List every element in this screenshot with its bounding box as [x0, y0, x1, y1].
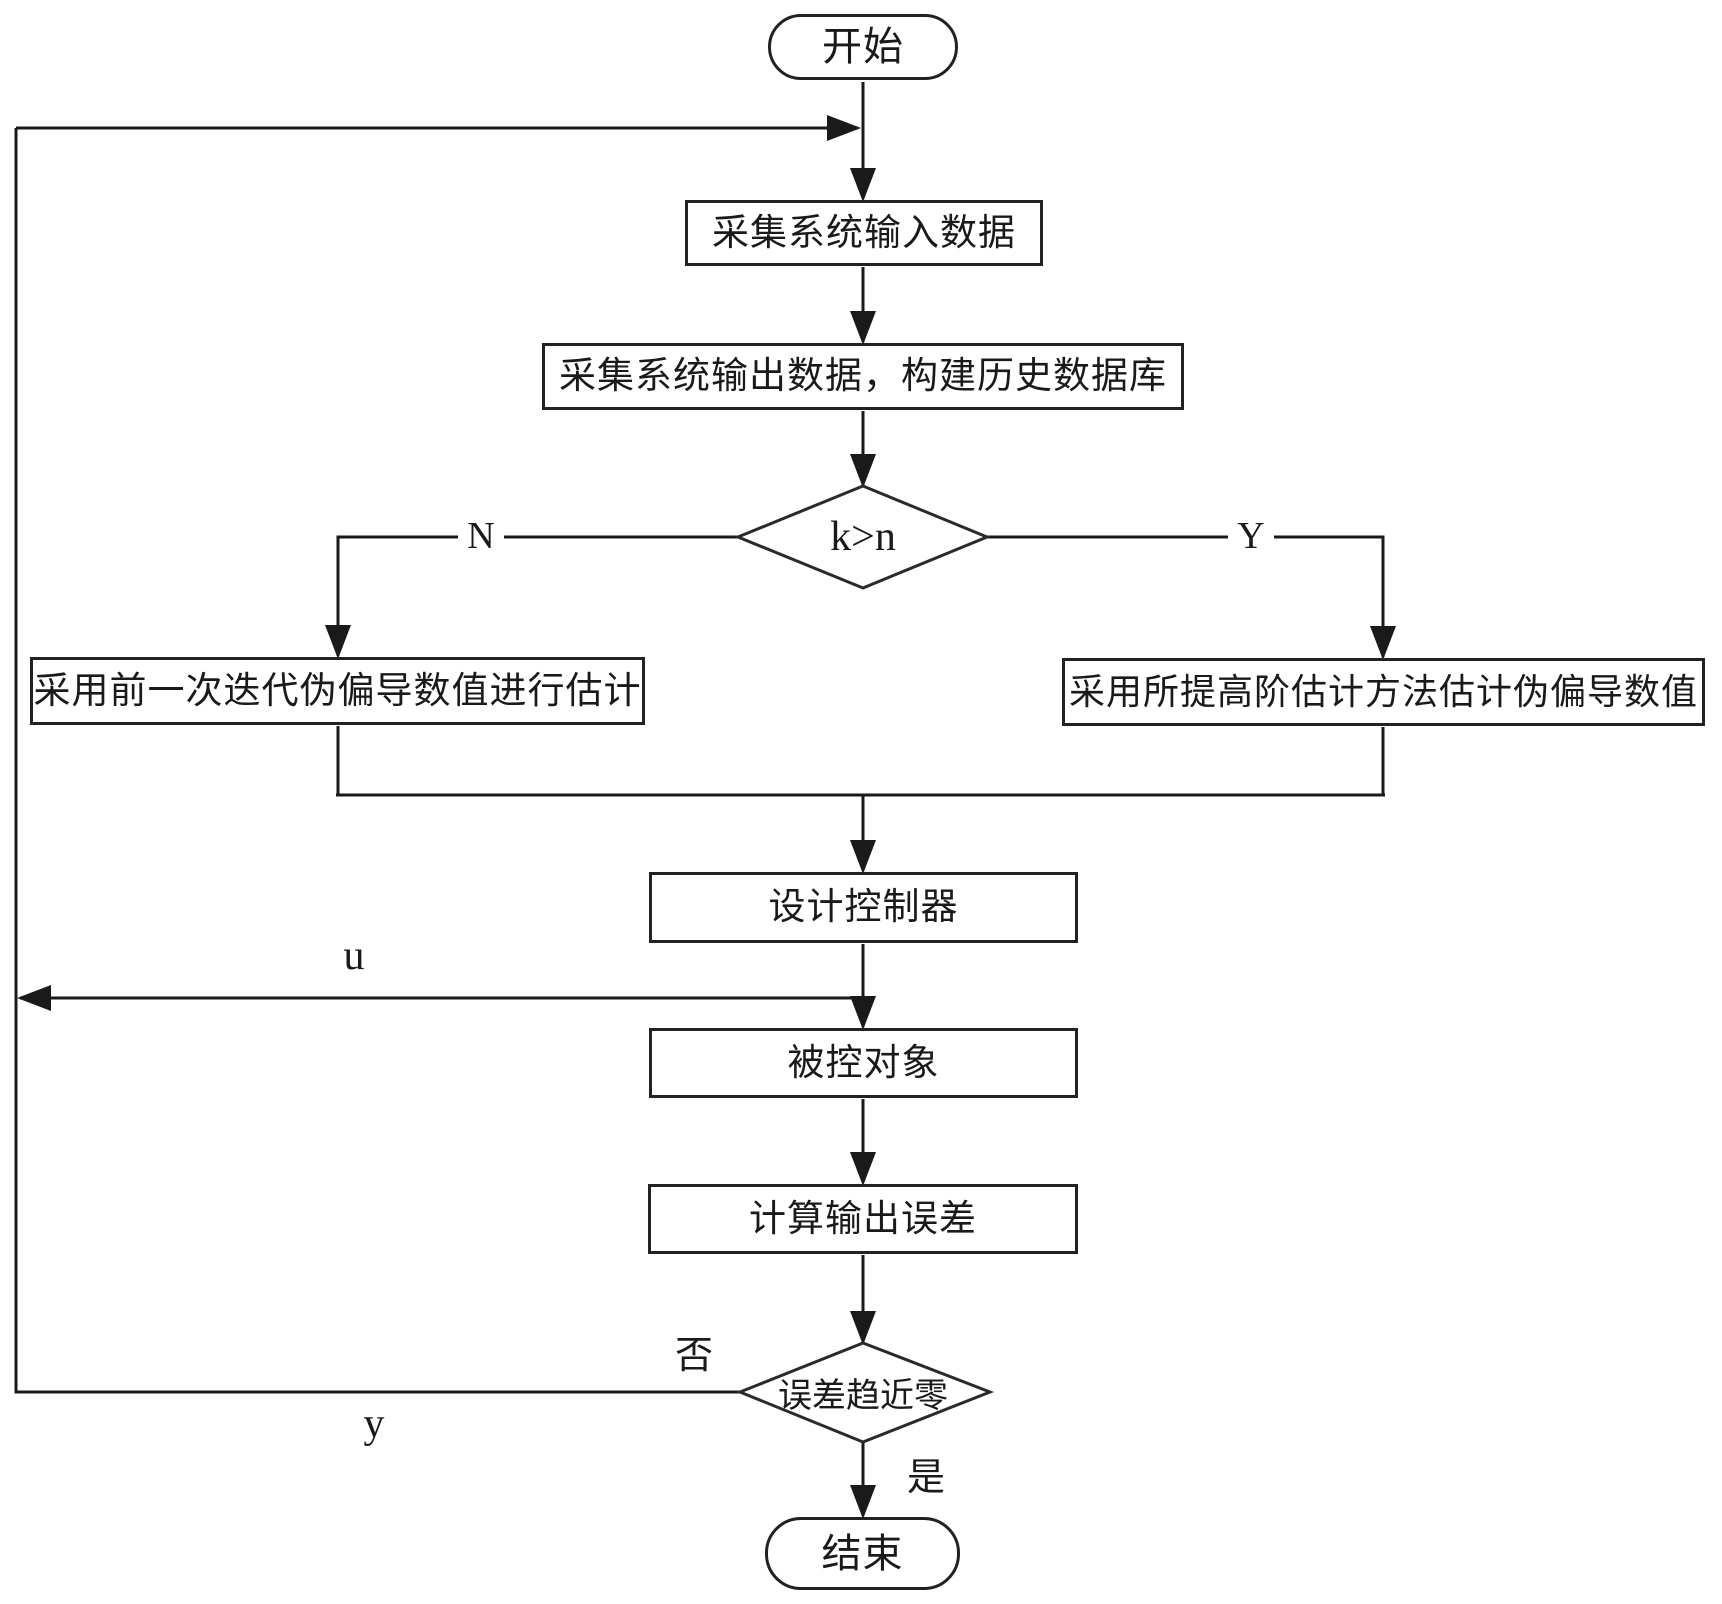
edge-label-no: 否	[674, 1334, 713, 1377]
process-design-controller: 设计控制器	[649, 872, 1078, 943]
decision-k-gt-n-shape	[734, 484, 991, 590]
edge-label-y-signal: y	[363, 1401, 385, 1447]
decision-error-zero-label: 误差趋近零	[778, 1376, 948, 1415]
decision-error-zero-shape	[735, 1341, 995, 1444]
process-previous-iteration-estimate: 采用前一次迭代伪偏导数值进行估计	[30, 657, 645, 725]
edge-label-u-signal: u	[343, 933, 365, 979]
edge-label-yes: 是	[906, 1456, 945, 1499]
end-terminator: 结束	[765, 1517, 960, 1590]
edge-label-n: N	[458, 512, 504, 560]
edge-decision-n-2	[325, 535, 460, 659]
edge-decision-y-2	[1262, 535, 1396, 660]
process-high-order-estimate: 采用所提高阶估计方法估计伪偏导数值	[1062, 658, 1705, 726]
process-collect-input: 采集系统输入数据	[685, 200, 1043, 266]
start-terminator: 开始	[768, 14, 958, 80]
process-collect-output: 采集系统输出数据，构建历史数据库	[542, 343, 1184, 410]
process-compute-output-error: 计算输出误差	[648, 1184, 1078, 1254]
edge-loop-return	[14, 128, 740, 1394]
process-controlled-object: 被控对象	[649, 1028, 1078, 1098]
decision-k-gt-n-label: k>n	[830, 514, 896, 560]
edge-label-y-branch: Y	[1228, 512, 1274, 560]
